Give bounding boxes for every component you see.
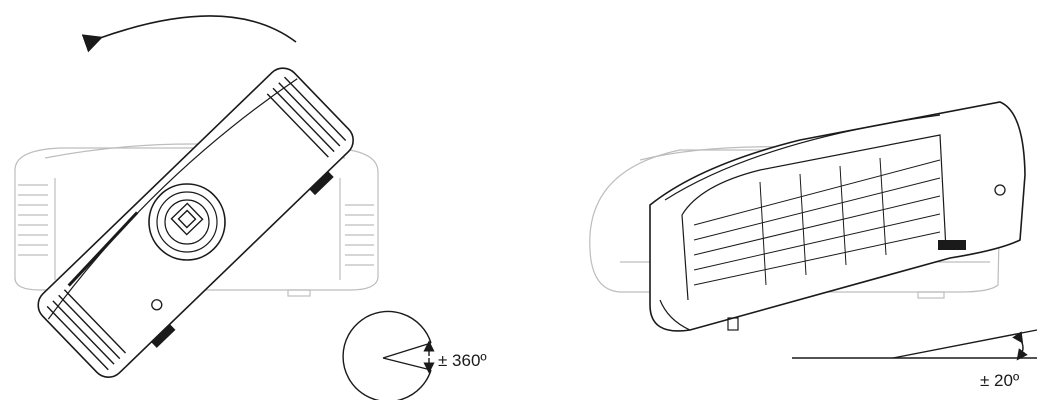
- ghost-vents-right: [345, 204, 374, 266]
- tilt-angle-label: ± 20º: [980, 371, 1020, 390]
- tilt-angle-indicator: [792, 329, 1038, 361]
- rotation-view: [14, 15, 435, 403]
- rotation-gauge: [342, 310, 435, 403]
- rotation-arrow: [81, 15, 297, 53]
- rotation-angle-label: ± 360º: [438, 351, 487, 370]
- tilt-view: [589, 101, 1038, 361]
- tilted-projector: [649, 101, 1026, 332]
- ghost-vents-left: [18, 184, 48, 256]
- lens-assembly: [148, 183, 226, 261]
